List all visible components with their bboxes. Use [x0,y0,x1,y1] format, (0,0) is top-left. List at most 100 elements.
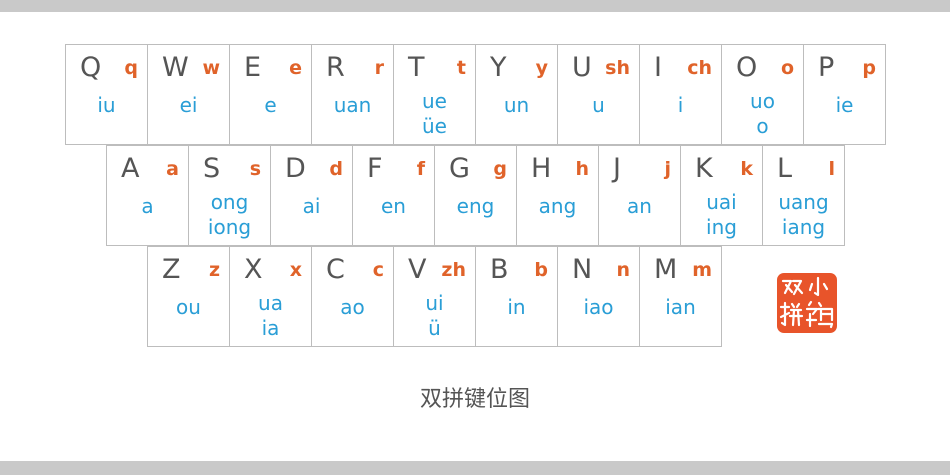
key-letter: C [326,254,345,285]
key-final: o [756,114,769,138]
key-initial-code: x [289,259,302,281]
key-final: ai [302,194,321,218]
key-final: en [381,194,406,218]
key-final: iang [781,215,826,239]
key-initial-code: c [372,259,384,281]
key-finals: ie [804,93,885,118]
key-finals: iu [66,93,147,118]
key-initial-code: l [828,158,835,180]
top-border-band [0,0,950,12]
key-initial-code: j [664,158,671,180]
key-final: ui [425,291,444,315]
key-initial-code: m [692,259,712,281]
key-finals: eng [435,194,516,219]
key-initial-code: a [166,158,179,180]
key-letter: P [818,52,835,83]
key-final: i [677,93,684,117]
key-final: ao [340,295,365,319]
key-final: e [264,93,277,117]
key-letter: K [695,153,713,184]
key-initial-code: d [329,158,343,180]
key-initial-code: b [534,259,548,281]
key-initial-code: r [374,57,384,79]
key-letter: T [408,52,425,83]
key-initial-code: t [456,57,466,79]
key-final: ie [835,93,854,117]
key-initial-code: n [616,259,630,281]
key-finals: uan [312,93,393,118]
key-final: u [592,93,605,117]
key-initial-code: zh [441,259,466,281]
key-letter: D [285,153,306,184]
key-letter: U [572,52,592,83]
key-initial-code: y [535,57,548,79]
key-final: ei [179,93,198,117]
key-final: uai [706,190,737,214]
key-letter: Q [80,52,102,83]
key-finals: ang [517,194,598,219]
key-initial-code: sh [605,57,630,79]
key-final: ing [706,215,737,239]
key-final: iu [97,93,116,117]
key-letter: I [654,52,662,83]
key-finals: iao [558,295,639,320]
key-initial-code: k [740,158,753,180]
key-final: ian [665,295,696,319]
key-final: ia [261,316,280,340]
key-letter: V [408,254,427,285]
key-final: iao [583,295,614,319]
key-finals: ai [271,194,352,219]
key-letter: B [490,254,509,285]
key-initial-code: w [202,57,220,79]
key-letter: O [736,52,758,83]
key-final: iong [207,215,252,239]
key-finals: u [558,93,639,118]
key-letter: Y [490,52,507,83]
key-initial-code: s [249,158,261,180]
key-initial-code: z [208,259,220,281]
key-final: uang [778,190,829,214]
key-letter: H [531,153,552,184]
key-letter: M [654,254,678,285]
key-initial-code: g [493,158,507,180]
key-letter: X [244,254,263,285]
key-finals: ei [148,93,229,118]
key-letter: L [777,153,793,184]
key-letter: J [613,153,621,184]
key-final: ou [176,295,201,319]
key-finals: in [476,295,557,320]
key-finals: an [599,194,680,219]
key-finals: en [353,194,434,219]
key-finals: i [640,93,721,118]
key-initial-code: h [575,158,589,180]
key-final: ong [210,190,249,214]
